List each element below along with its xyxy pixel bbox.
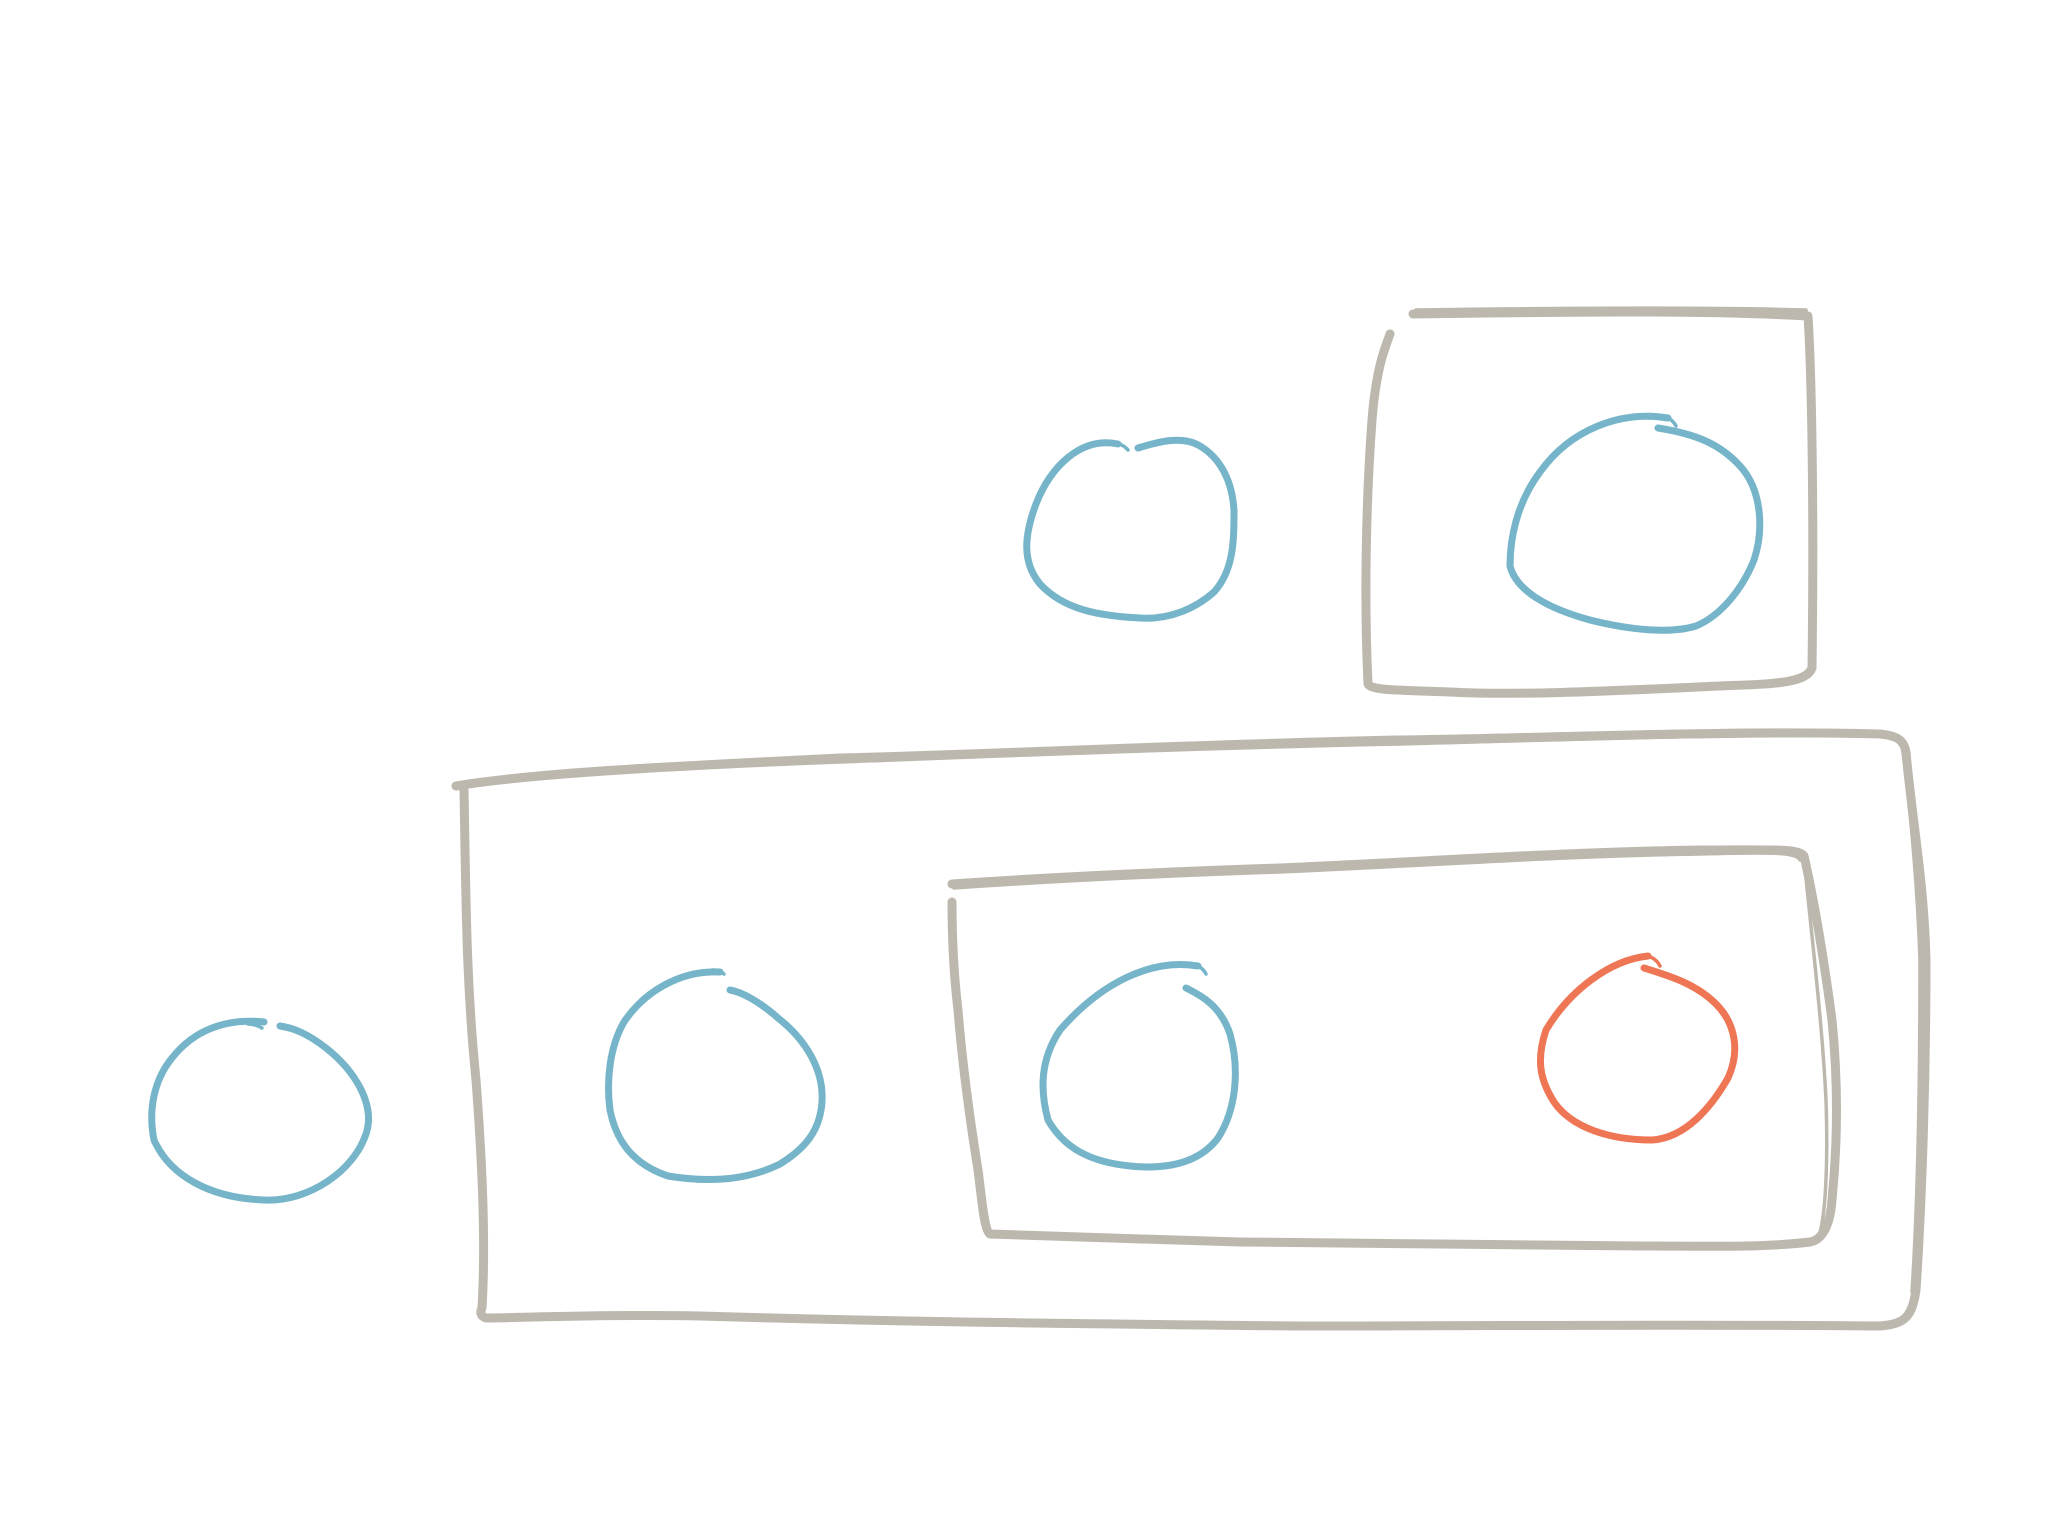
node-inner-right bbox=[1537, 952, 1739, 1144]
node-top-free bbox=[1023, 436, 1238, 622]
inner-frame bbox=[947, 845, 1841, 1251]
node-outer-left bbox=[605, 968, 826, 1184]
node-bottom-free bbox=[148, 1017, 372, 1204]
node-top-right bbox=[1506, 412, 1764, 634]
node-inner-left bbox=[1039, 961, 1239, 1171]
bottom-outer-frame bbox=[451, 728, 1931, 1331]
top-right-frame bbox=[1361, 306, 1818, 698]
